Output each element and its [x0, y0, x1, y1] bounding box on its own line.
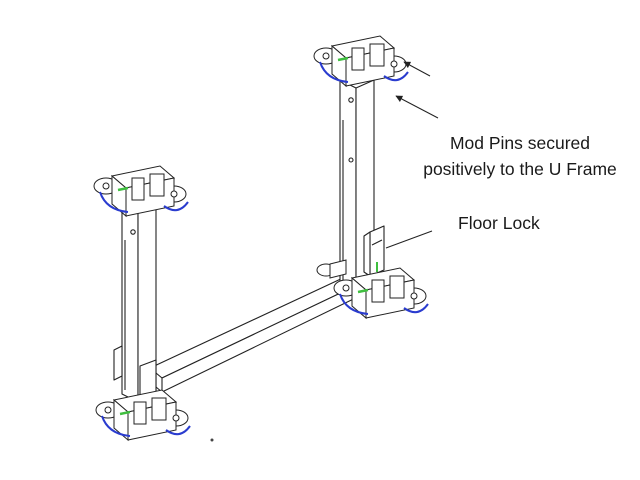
caster-top-right [313, 35, 409, 88]
drawing-dot [210, 438, 214, 442]
floor-lock-leader [385, 230, 433, 249]
floor-lock-bracket [363, 225, 385, 277]
floor-lock-callout: Floor Lock [458, 213, 540, 233]
caster-bottom-left [95, 389, 191, 442]
left-upright [113, 199, 157, 403]
mod-pin-arrow-lower [395, 95, 439, 119]
caster-assemblies [93, 35, 429, 442]
caster-rear-small [316, 259, 347, 279]
mod-pin-arrow-upper [403, 61, 431, 77]
leader-lines [385, 61, 439, 249]
right-upright [339, 79, 385, 293]
mod-pins-callout-line2: positively to the U Frame [423, 159, 617, 179]
caster-bottom-right [333, 267, 429, 320]
caster-mid-left [93, 165, 189, 218]
mod-pins-callout: Mod Pins secured positively to the U Fra… [408, 130, 632, 182]
mod-pins-callout-line1: Mod Pins secured [449, 133, 591, 153]
